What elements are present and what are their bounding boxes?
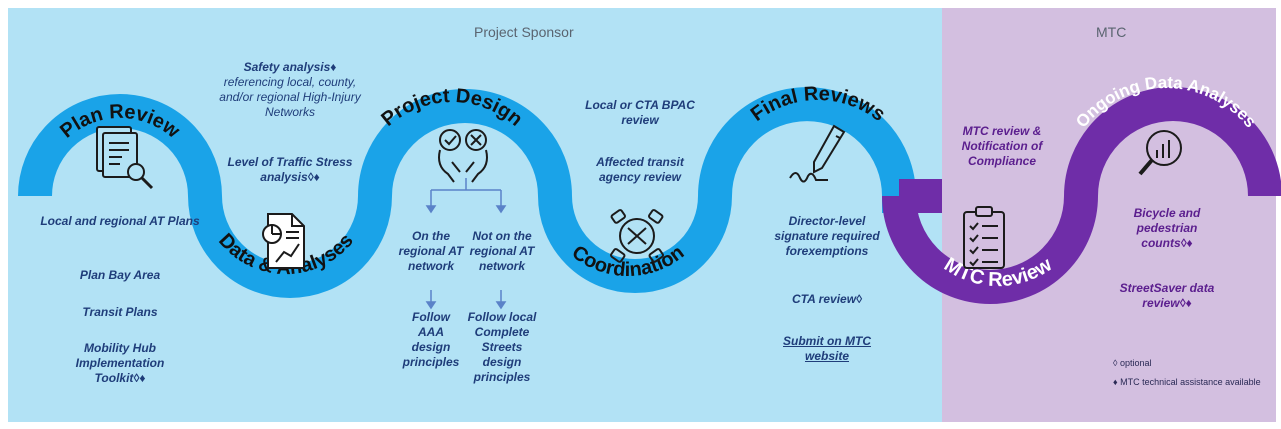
cta-review: CTA review◊ xyxy=(792,292,862,306)
legend-optional: ◊ optional xyxy=(1113,358,1152,368)
plan-review-band xyxy=(18,94,222,197)
project-design-band xyxy=(358,89,572,197)
coordination-band xyxy=(538,195,732,293)
ongoing-band xyxy=(1064,87,1281,197)
bike-ped-counts: Bicycle and pedestrian counts◊♦ xyxy=(1133,206,1201,250)
bpac-review: Local or CTA BPAC review xyxy=(585,98,695,127)
report-charts-icon xyxy=(262,213,305,269)
director-signature: Director-level signature required forexe… xyxy=(774,214,880,258)
mtc-region-title: MTC xyxy=(1096,24,1127,40)
safety-analysis-body: referencing local, county, and/or region… xyxy=(219,75,361,119)
plan-item-at-plans: Local and regional AT Plans xyxy=(40,214,200,228)
documents-magnifier-icon xyxy=(96,126,154,190)
legend-assistance: ♦ MTC technical assistance available xyxy=(1113,377,1261,387)
mtc-review-notification: MTC review & Notification of Compliance xyxy=(961,124,1043,168)
branch-on-network: On the regional AT network xyxy=(398,229,464,273)
hands-check-cross-icon xyxy=(438,129,488,183)
project-sponsor-region xyxy=(8,8,942,422)
design-branch-arrows xyxy=(425,178,507,310)
follow-local-principles: Follow local Complete Streets design pri… xyxy=(467,310,537,384)
lts-analysis: Level of Traffic Stress analysis◊♦ xyxy=(227,155,353,184)
safety-analysis-title: Safety analysis♦ xyxy=(243,60,337,74)
final-reviews-band xyxy=(698,87,942,213)
pen-signature-icon xyxy=(789,124,846,183)
plan-item-transit-plans: Transit Plans xyxy=(82,305,158,319)
submit-on-mtc-website-link[interactable]: Submit on MTC website xyxy=(783,334,871,363)
sponsor-region-title: Project Sponsor xyxy=(474,24,574,40)
clipboard-checklist-icon xyxy=(963,206,1005,269)
mtc-review-band xyxy=(882,195,1098,304)
follow-aaa-principles: Follow AAA design principles xyxy=(402,310,460,369)
streetsaver-review: StreetSaver data review◊♦ xyxy=(1119,281,1215,310)
plan-item-plan-bay-area: Plan Bay Area xyxy=(79,268,161,282)
branch-not-on-network: Not on the regional AT network xyxy=(469,229,535,273)
chart-magnifier-icon xyxy=(1138,130,1182,176)
joined-hands-icon xyxy=(610,209,664,263)
plan-item-mobility-hub: Mobility Hub Implementation Toolkit◊♦ xyxy=(75,341,165,385)
transit-agency-review: Affected transit agency review xyxy=(596,155,684,184)
data-analyses-band xyxy=(188,195,392,298)
